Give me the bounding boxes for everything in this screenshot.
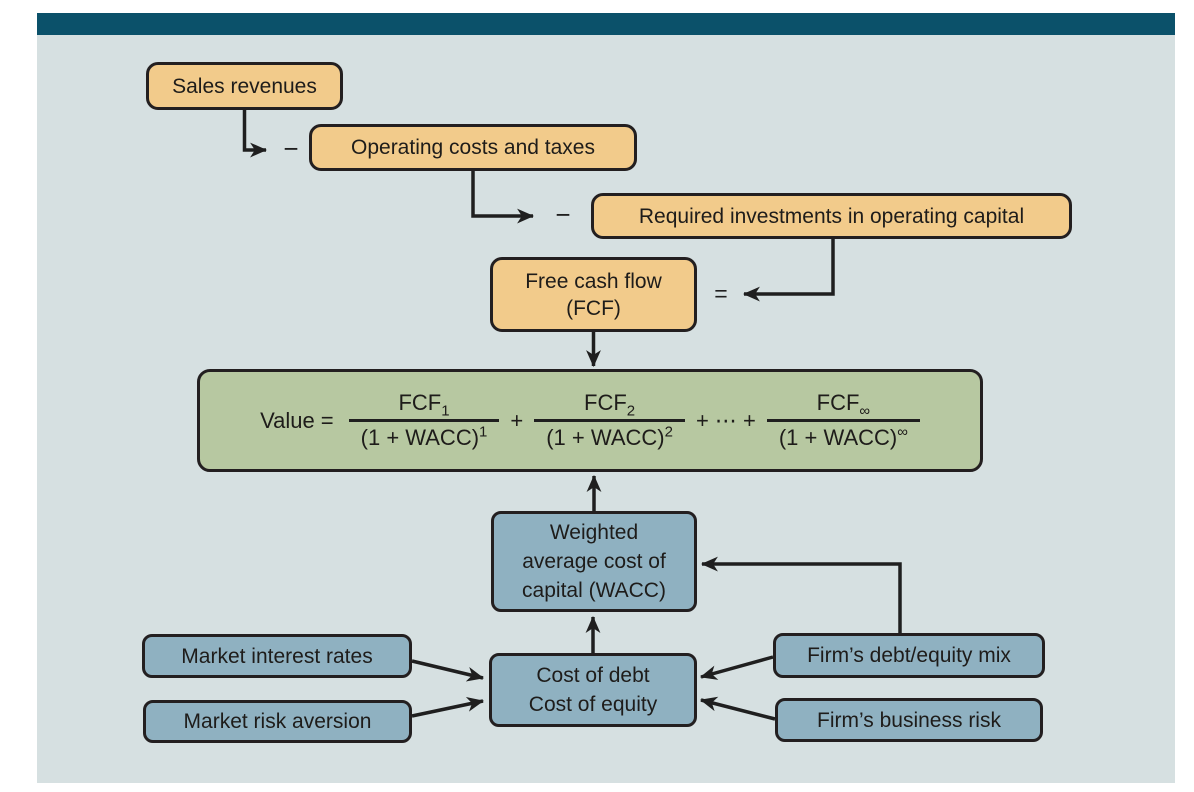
formula-plus-1: + — [510, 408, 524, 433]
fraction3-num-subscript: ∞ — [859, 402, 871, 420]
flow-box-required-investments: Required investments in operating capita… — [591, 193, 1072, 239]
required-investments-label: Required investments in operating capita… — [638, 204, 1025, 228]
fraction1-bar — [348, 419, 500, 422]
fraction3-denominator: (1 + WACC) — [778, 425, 898, 450]
fcf-label-line2: (FCF) — [566, 296, 621, 320]
formula-lhs: Value = — [260, 408, 334, 433]
cost-of-debt-label: Cost of debt — [536, 664, 650, 687]
flow-box-debt-equity-mix: Firm’s debt/equity mix — [773, 633, 1045, 678]
flow-box-sales-revenues: Sales revenues — [146, 62, 343, 110]
flow-box-wacc: Weighted average cost of capital (WACC) — [491, 511, 697, 612]
flow-box-operating-costs: Operating costs and taxes — [309, 124, 637, 171]
flow-box-cost-of-capital: Cost of debt Cost of equity — [489, 653, 697, 727]
flow-box-market-interest-rates: Market interest rates — [142, 634, 412, 678]
fraction2-bar — [534, 419, 685, 422]
market-interest-rates-label: Market interest rates — [181, 644, 373, 668]
minus-operator-1: − — [283, 133, 299, 164]
flow-box-free-cash-flow: Free cash flow (FCF) — [490, 257, 697, 332]
wacc-label-line2: average cost of — [522, 550, 666, 573]
debt-equity-mix-label: Firm’s debt/equity mix — [807, 644, 1011, 667]
fraction3-den-superscript: ∞ — [897, 423, 908, 441]
sales-revenues-label: Sales revenues — [172, 74, 317, 98]
fraction1-denominator: (1 + WACC) — [360, 425, 480, 450]
formula-fraction-3: FCF∞ (1 + WACC)∞ — [766, 389, 920, 450]
minus-operator-2: − — [555, 199, 571, 230]
formula-fraction-2: FCF2 (1 + WACC)2 — [534, 389, 685, 450]
formula-fraction-1: FCF1 (1 + WACC)1 — [348, 389, 500, 450]
fraction2-numerator: FCF — [584, 389, 627, 415]
fraction2-den-superscript: 2 — [664, 423, 673, 441]
flow-box-market-risk-aversion: Market risk aversion — [143, 700, 412, 743]
fraction2-num-subscript: 2 — [626, 402, 636, 420]
header-accent-bar — [37, 13, 1175, 35]
fraction1-num-subscript: 1 — [441, 402, 450, 420]
flow-box-business-risk: Firm’s business risk — [775, 698, 1043, 742]
fraction3-bar — [766, 419, 920, 422]
operating-costs-label: Operating costs and taxes — [351, 136, 595, 159]
market-risk-aversion-label: Market risk aversion — [183, 710, 372, 733]
cost-of-equity-label: Cost of equity — [528, 693, 658, 716]
wacc-label-line1: Weighted — [549, 521, 639, 544]
business-risk-label: Firm’s business risk — [817, 708, 1001, 732]
fcf-label-line1: Free cash flow — [525, 269, 662, 293]
fraction3-numerator: FCF — [816, 389, 860, 415]
fraction2-denominator: (1 + WACC) — [546, 425, 665, 450]
valuation-formula-box: Value = FCF1 (1 + WACC)1 + FCF2 (1 + WAC… — [197, 369, 983, 472]
fraction1-numerator: FCF — [398, 389, 442, 415]
formula-plus-ellipsis: + ⋯ + — [695, 408, 756, 433]
fraction1-den-superscript: 1 — [479, 423, 488, 441]
wacc-label-line3: capital (WACC) — [522, 579, 666, 602]
equals-operator: = — [714, 280, 728, 307]
